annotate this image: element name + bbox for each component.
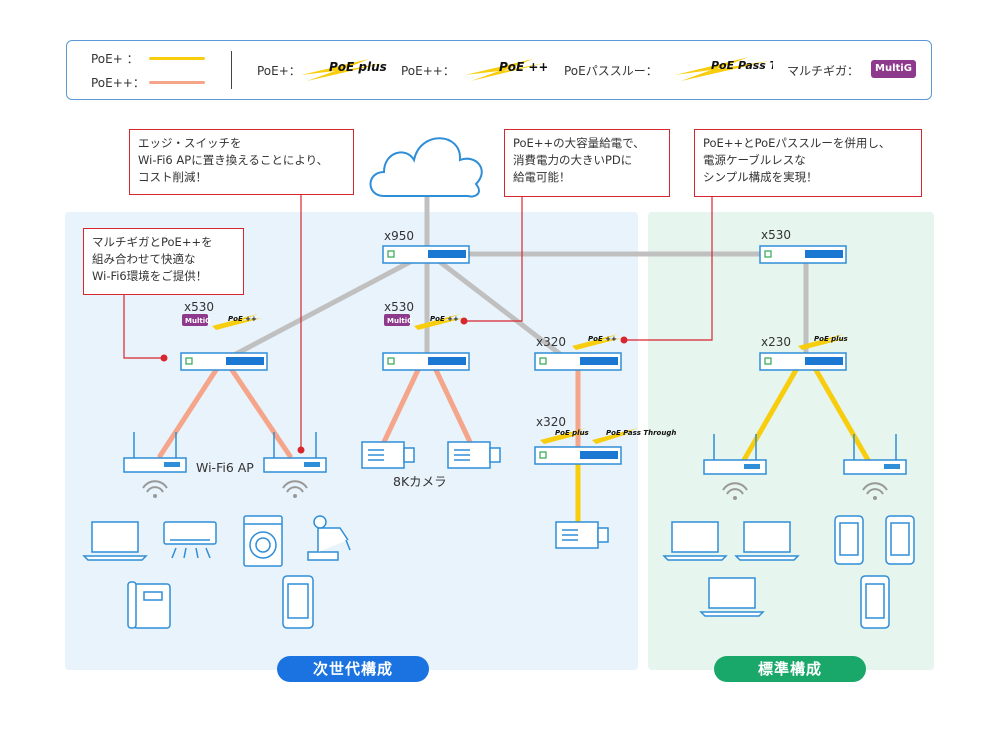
svg-text:PoE ++: PoE ++	[430, 315, 459, 323]
callout-high-power: PoE++の大容量給電で、消費電力の大きいPDに給電可能！	[504, 129, 670, 197]
connector-3	[624, 197, 713, 341]
laptop-icon-3	[734, 521, 800, 561]
camera-icon-3	[555, 521, 609, 549]
multig-logo: MultiG	[871, 60, 916, 78]
ap-icon-2	[263, 432, 327, 473]
switch-x230	[759, 352, 847, 371]
label-x530-mid: x530	[384, 300, 414, 314]
camera-8k-label: 8Kカメラ	[393, 474, 447, 489]
badge-poeplus-x230: PoE plus	[798, 334, 848, 350]
label-x530-left: x530	[184, 300, 214, 314]
link-x950-x320a	[437, 259, 563, 357]
legend-line-poe-plus-label: PoE+ ：	[91, 52, 139, 66]
legend-line-poe-plusplus-label: PoE++：	[91, 76, 145, 90]
switch-x530-left	[180, 352, 268, 371]
washing-machine-icon	[243, 515, 283, 567]
poe-passthrough-logo: PoE Pass Through	[675, 57, 773, 81]
connector-4	[123, 295, 164, 359]
callout-connectors	[123, 194, 713, 450]
legend-poe-plus-label: PoE+：	[257, 64, 301, 78]
svg-text:PoE plus: PoE plus	[329, 60, 387, 74]
label-x320-a: x320	[536, 335, 566, 349]
badge-poepp-x320a: PoE ++	[572, 334, 622, 350]
legend-poe-plusplus-label: PoE++：	[401, 64, 455, 78]
legend-line-poe-plusplus	[149, 81, 205, 84]
legend-line-poe-plus	[149, 57, 205, 60]
cameras	[361, 441, 609, 549]
smartphone-icon-4	[860, 575, 890, 629]
laptop-icon-1	[82, 521, 148, 561]
svg-text:PoE plus: PoE plus	[814, 335, 848, 343]
svg-text:PoE ++: PoE ++	[228, 315, 257, 323]
legend-box: PoE+ ： PoE++： PoE+： PoE plus PoE++： PoE …	[66, 40, 932, 100]
callout-dots	[160, 317, 628, 454]
legend-multigiga-label: マルチギガ：	[787, 64, 860, 78]
ap-icon-3	[703, 434, 767, 475]
cloud-icon	[369, 137, 483, 198]
poe-plus-links	[575, 367, 871, 525]
switch-x530-mid	[382, 352, 470, 371]
wifi-icon-4	[862, 482, 888, 500]
access-points	[123, 432, 907, 475]
wifi6-ap-label: Wi-Fi6 AP	[196, 460, 254, 475]
switch-x320-a	[534, 352, 622, 371]
label-x230: x230	[761, 335, 791, 349]
badge-multig-left: MultiG	[182, 314, 211, 326]
badge-multig-mid: MultiG	[384, 314, 413, 326]
legend-poe-passthrough-label: PoEパススルー：	[564, 64, 658, 78]
svg-text:PoE plus: PoE plus	[555, 429, 589, 437]
svg-text:PoE Pass Through: PoE Pass Through	[606, 429, 676, 437]
camera-icon-2	[447, 441, 501, 469]
smartphone-icon-1	[282, 575, 314, 629]
air-conditioner-icon	[163, 521, 217, 559]
switch-x950	[382, 245, 470, 264]
client-devices-next-gen	[82, 515, 351, 629]
svg-text:MultiG: MultiG	[185, 317, 211, 325]
client-devices-standard	[662, 515, 915, 629]
legend-divider	[231, 51, 232, 89]
backbone-links	[233, 189, 809, 357]
svg-text:PoE Pass Through: PoE Pass Through	[711, 59, 773, 72]
wifi-signal-icons	[142, 480, 888, 500]
label-x320-b: x320	[536, 415, 566, 429]
ap-icon-1	[123, 432, 187, 473]
label-x530-core: x530	[761, 228, 791, 242]
link-x950-x530left	[233, 259, 413, 357]
smartphone-icon-3	[885, 515, 915, 565]
next-gen-section-label: 次世代構成	[277, 656, 429, 682]
standard-section-label: 標準構成	[714, 656, 866, 682]
connector-2	[464, 197, 523, 322]
wifi-icon-1	[142, 480, 168, 498]
robot-arm-icon	[307, 515, 351, 561]
switch-x530-core	[759, 245, 847, 264]
laptop-icon-4	[699, 577, 765, 617]
switch-x320-b	[534, 446, 622, 465]
badge-poepp-mid: PoE ++	[414, 314, 464, 330]
wifi-icon-3	[722, 482, 748, 500]
badge-poeplus-x320b: PoE plus	[540, 428, 590, 444]
smartphone-icon-2	[834, 515, 864, 565]
poe-plusplus-logo: PoE ++	[465, 59, 547, 81]
ap-icon-4	[843, 434, 907, 475]
telephone-icon	[127, 581, 171, 629]
svg-text:PoE ++: PoE ++	[499, 60, 547, 74]
badge-poepp-left: PoE ++	[212, 314, 262, 330]
badge-poepass-x320b: PoE Pass Through	[592, 428, 676, 444]
laptop-icon-2	[662, 521, 728, 561]
callout-cableless: PoE++とPoEパススルーを併用し、電源ケーブルレスなシンプル構成を実現！	[694, 129, 922, 197]
label-x950: x950	[384, 229, 414, 243]
wifi-icon-2	[282, 480, 308, 498]
svg-text:PoE ++: PoE ++	[588, 335, 617, 343]
svg-text:MultiG: MultiG	[387, 317, 413, 325]
poe-plus-logo: PoE plus	[301, 59, 387, 81]
camera-icon-1	[361, 441, 415, 469]
